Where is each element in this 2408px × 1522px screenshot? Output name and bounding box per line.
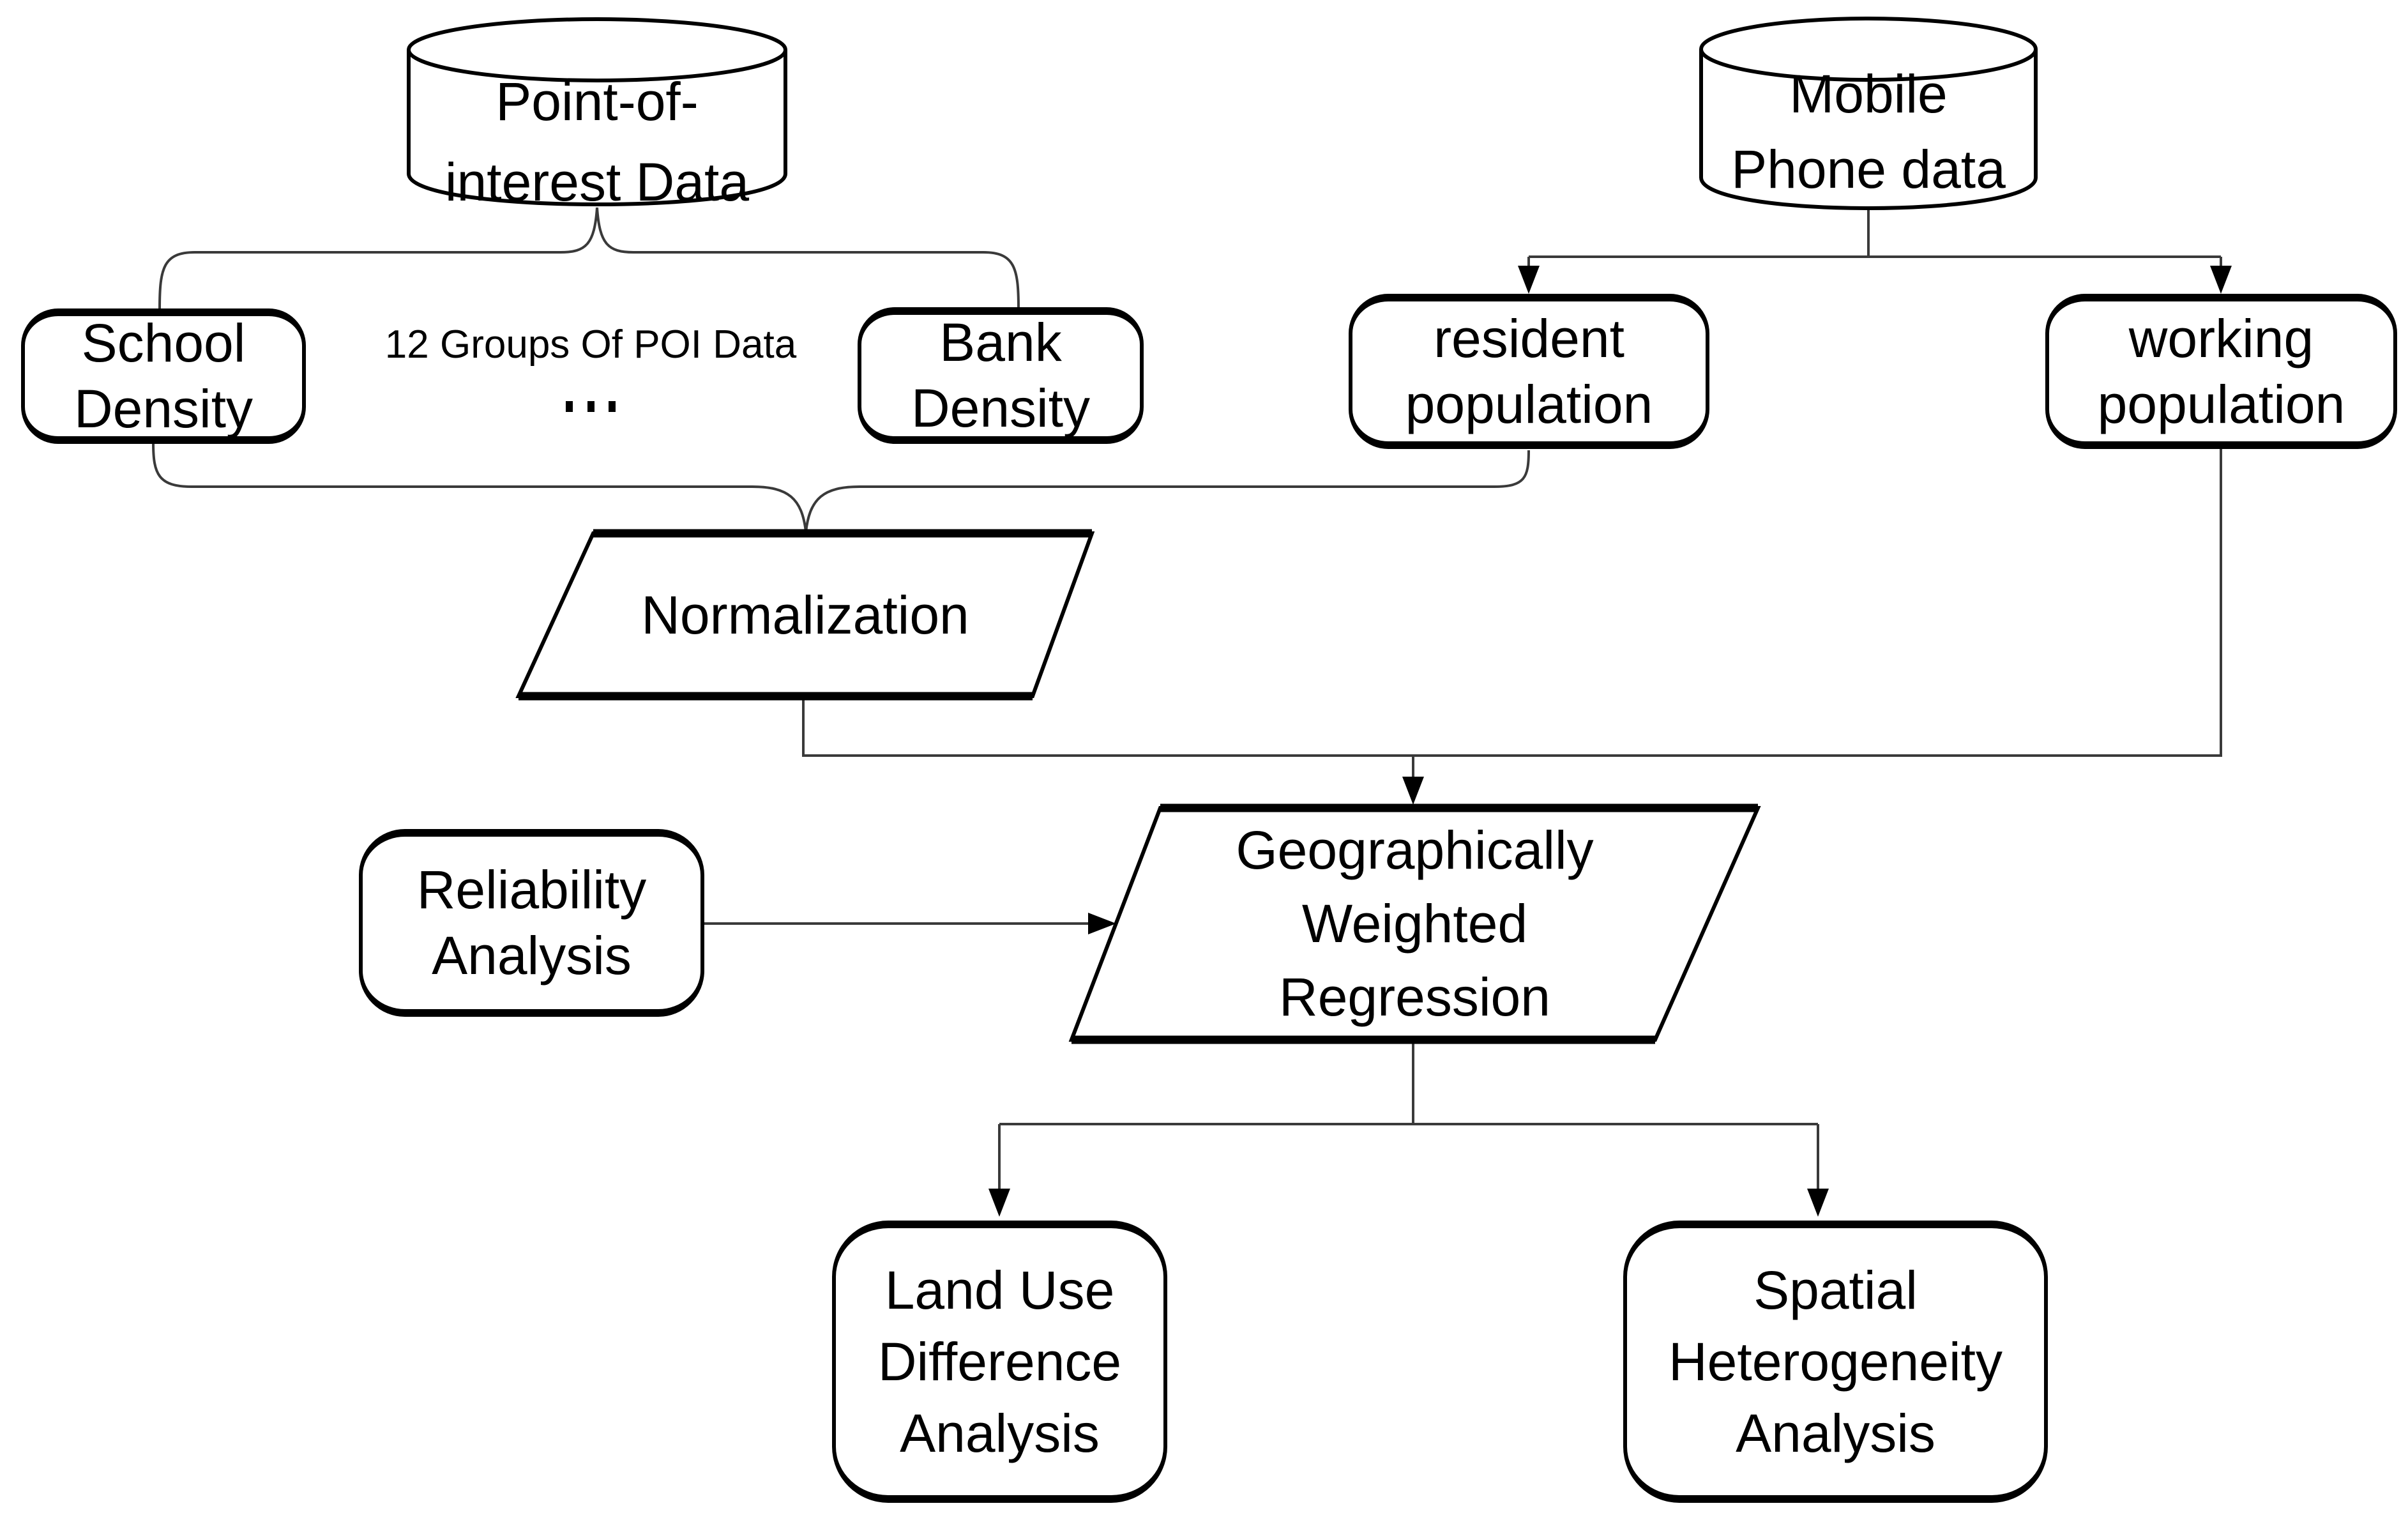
reliability-analysis-line1: Reliability [416,860,647,920]
gwr-label: Geographically Weighted Regression [1071,808,1758,1040]
node-working-population: working population [2045,294,2397,449]
poi-database-cylinder [407,17,787,206]
poi-data-label: Point-of- interest Data [409,61,785,222]
node-land-use-difference-analysis: Land Use Difference Analysis [832,1221,1167,1503]
landuse-arrowhead [988,1189,1010,1217]
poi-cylinder-body [407,50,787,206]
bank-density-line2: Density [911,378,1091,438]
gwr-output-tree [998,1040,1819,1209]
spatial-het-line1: Spatial [1753,1260,1918,1320]
gwr-entry-arrowhead [1402,777,1424,805]
land-use-line2: Difference [877,1332,1122,1392]
node-spatial-heterogeneity-analysis: Spatial Heterogeneity Analysis [1623,1221,2048,1503]
poi-cylinder-top [407,17,787,82]
gwr-parallelogram [1068,803,1761,1044]
node-bank-density: Bank Density [858,307,1144,444]
node-resident-population: resident population [1349,294,1709,449]
normalization-parallelogram [515,529,1095,701]
bank-density-line1: Bank [939,312,1062,372]
mobile-cylinder-body [1699,49,2038,210]
normalization-merge-brace [152,443,1530,533]
land-use-line3: Analysis [900,1403,1100,1463]
gwr-label-line3: Regression [1279,967,1550,1027]
reliability-arrowhead [1088,913,1116,934]
spatial-arrowhead [1807,1189,1829,1217]
mobile-cylinder-top [1699,17,2038,82]
resident-population-line1: resident [1434,308,1624,369]
normalization-label-line1: Normalization [641,584,969,645]
poi-split-brace [158,207,1020,309]
poi-groups-annotation: 12 Groups Of POI Data [384,323,797,367]
poi-ellipsis-icon [566,401,616,412]
mobile-data-label-line1: Mobile [1789,64,1948,124]
gwr-label-line2: Weighted [1301,894,1528,954]
working-population-line2: population [2097,374,2345,434]
gwr-label-line1: Geographically [1236,820,1594,880]
reliability-analysis-line2: Analysis [432,925,632,985]
resident-population-line2: population [1405,374,1653,434]
poi-data-label-line2: interest Data [444,152,750,212]
school-density-line1: School [81,313,246,373]
spatial-het-line2: Heterogeneity [1669,1332,2003,1392]
resident-arrowhead [1518,266,1540,294]
mobile-database-cylinder [1699,17,2038,210]
spatial-het-line3: Analysis [1736,1403,1935,1463]
mobile-data-label-line2: Phone data [1731,139,2006,199]
working-population-line1: working [2128,308,2314,369]
normalization-label: Normalization [519,533,1092,696]
node-school-density: School Density [21,308,306,444]
poi-data-label-line1: Point-of- [496,72,699,132]
working-arrowhead [2210,266,2232,294]
school-density-line2: Density [73,379,254,439]
node-reliability-analysis: Reliability Analysis [359,829,704,1017]
mobile-data-label: Mobile Phone data [1701,56,2036,207]
gwr-merge-line [802,449,2222,757]
land-use-line1: Land Use [884,1260,1115,1320]
